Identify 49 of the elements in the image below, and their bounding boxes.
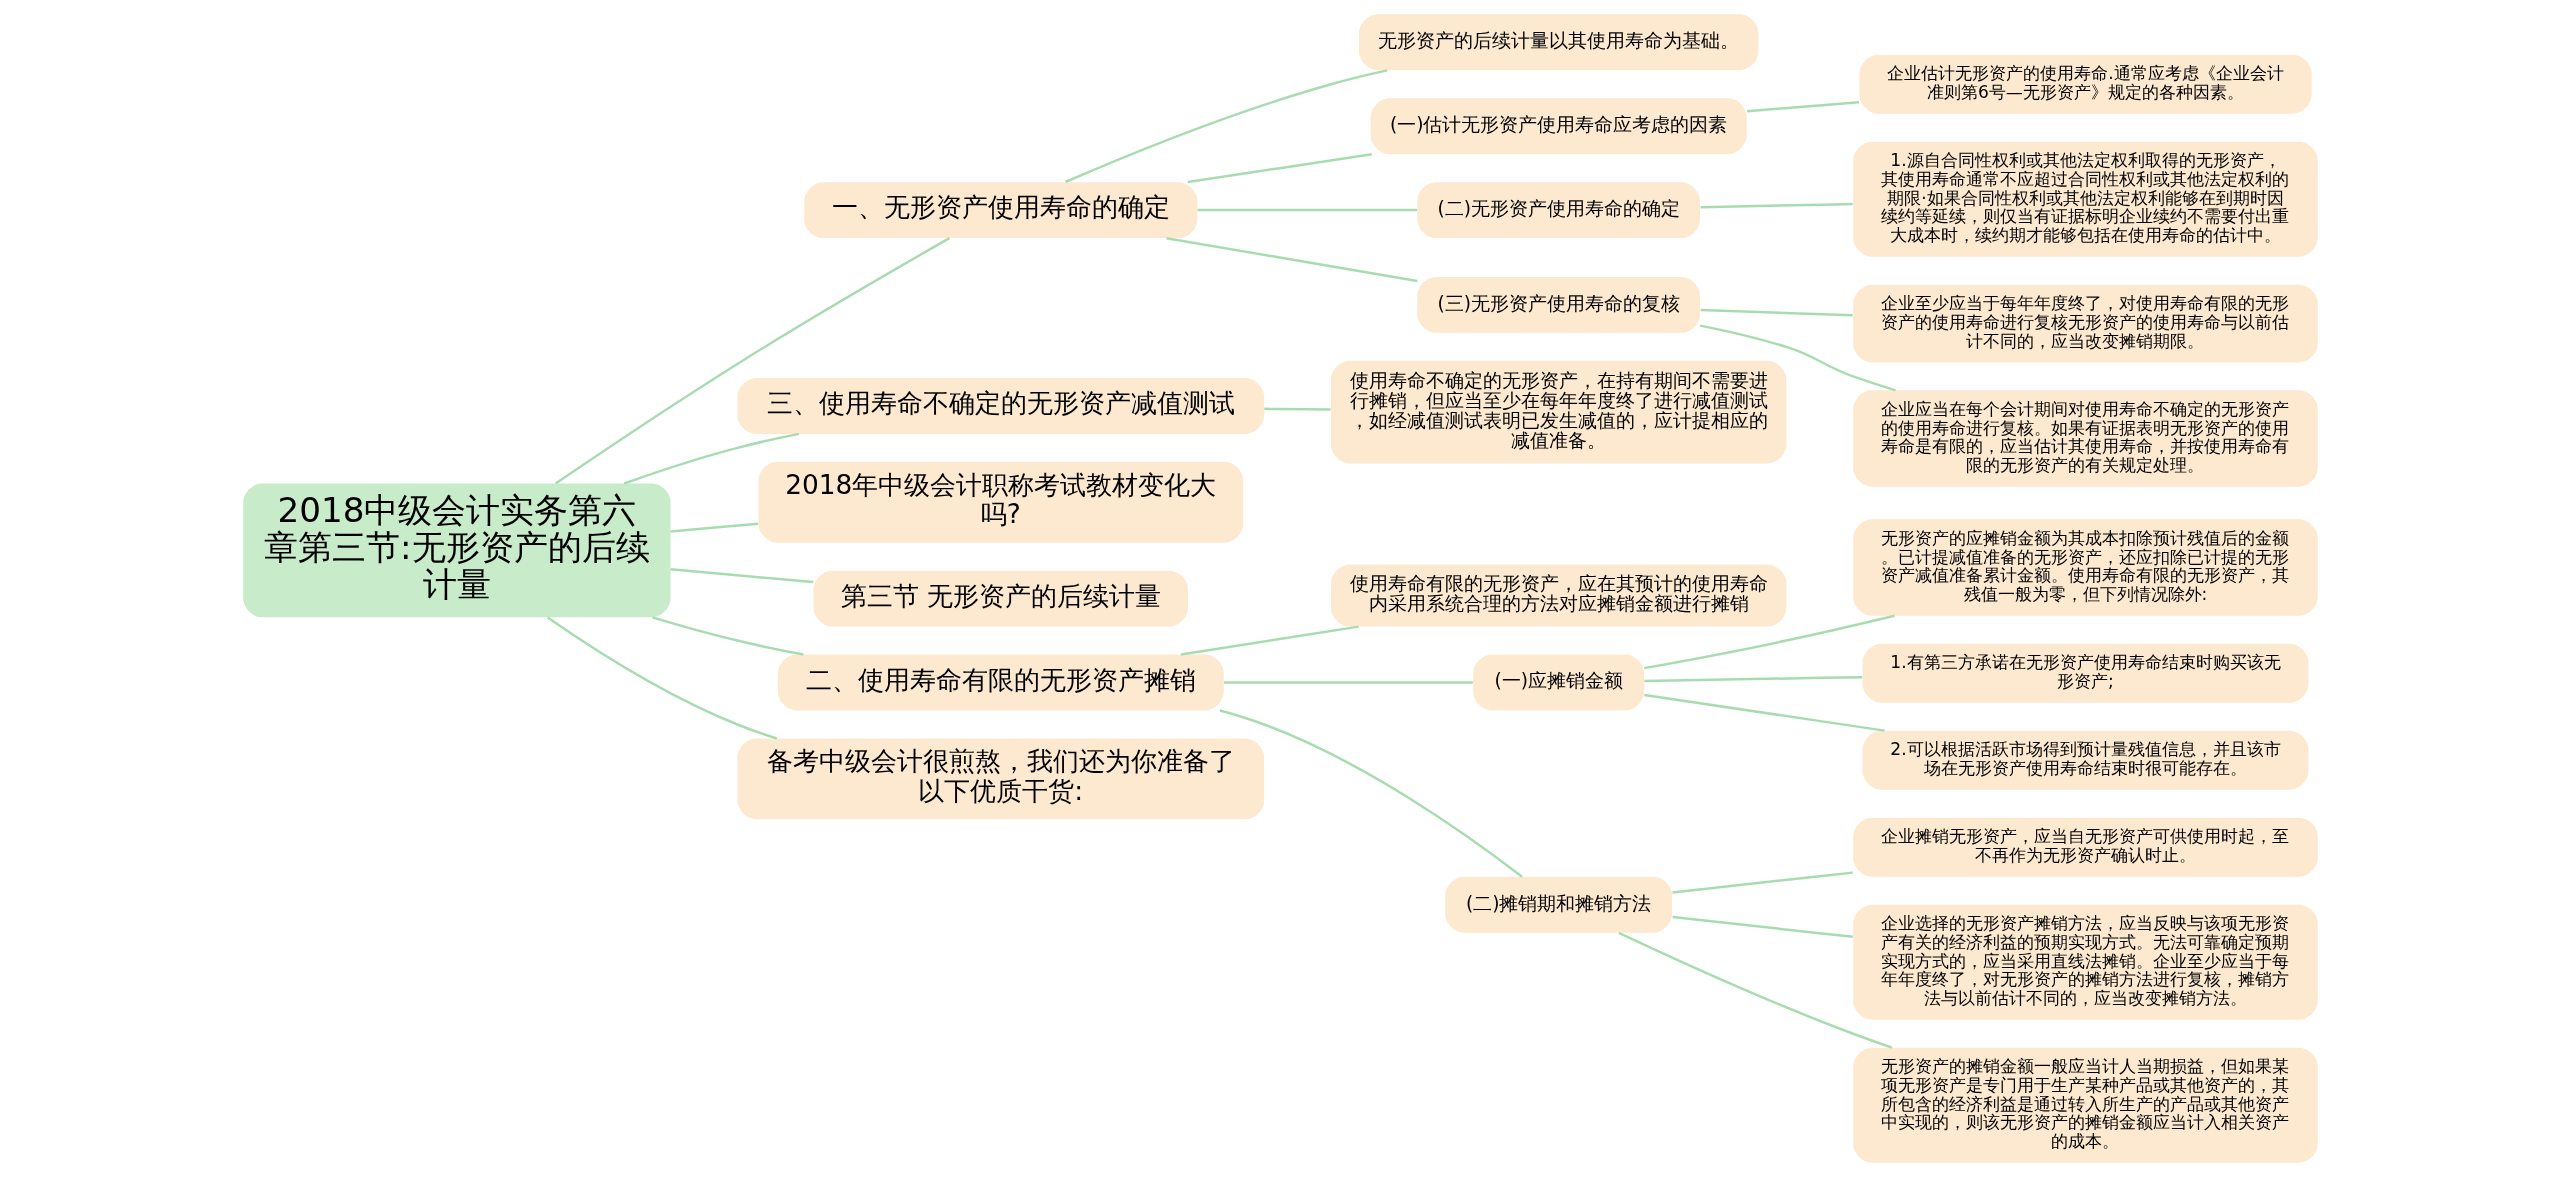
connector [670, 568, 813, 584]
connector [1671, 915, 1853, 939]
node-box: 无形资产的应摊销金额为其成本扣除预计残值后的金额。已计提减值准备的无形资产，还应扣除已计提的无形资产减值准备累计金额。使用寿命有限的无形资产，其残值一般为零，但下列情况除外: [1852, 519, 2318, 616]
node-box: 企业至少应当于每年年度终了，对使用寿命有限的无形资产的使用寿命进行复核无形资产的使用寿命与以前估计不同的，应当改变摊销期限。 [1852, 284, 2318, 363]
node-box: 2018中级会计实务第六章第三节:无形资产的后续计量 [242, 483, 671, 618]
node-box: 2018年中级会计职称考试教材变化大吗? [757, 461, 1243, 543]
connector [1263, 407, 1331, 411]
connector [651, 616, 804, 656]
node-box: 无形资产的摊销金额一般应当计人当期损益，但如果某项无形资产是专门用于生产某种产品或其他资产的，其所包含的经济利益是通过转入所生产的产品或其他资产中实现的，则该无形资产的摊销金额应当计入相关资产的成本。 [1852, 1047, 2318, 1163]
node-box: 企业选择的无形资产摊销方法，应当反映与该项无形资产有关的经济利益的预期实现方式。无法可靠确定预期实现方式的，应当采用直线法摊销。企业至少应当于每年年度终了，对无形资产的摊销方法进行复核，摊销方法与以前估计不同的，应当改变摊销方法。 [1852, 904, 2318, 1020]
connector [623, 432, 799, 485]
connector [1165, 236, 1417, 283]
node-box: 企业估计无形资产的使用寿命.通常应考虑《企业会计准则第6号—无形资产》规定的各种因素。 [1858, 54, 2312, 114]
connector [1643, 693, 1885, 732]
connector [1180, 625, 1359, 656]
node-box: 企业应当在每个会计期间对使用寿命不确定的无形资产的使用寿命进行复核。如果有证据表明无形资产的使用寿命是有限的，应当估计其使用寿命，并按使用寿命有限的无形资产的有关规定处理。 [1852, 390, 2318, 487]
node-box: 2.可以根据活跃市场得到预计量残值信息，并且该市场在无形资产使用寿命结束时很可能存在。 [1861, 730, 2308, 790]
connector [670, 522, 758, 533]
connector [1700, 308, 1853, 317]
connector [1671, 871, 1853, 894]
node-box: (二)摊销期和摊销方法 [1444, 876, 1672, 933]
connector [1699, 324, 1896, 392]
node-box: 备考中级会计很煎熬，我们还为你准备了以下优质干货: [736, 738, 1264, 820]
connector [1746, 101, 1859, 113]
node-box: 1.有第三方承诺在无形资产使用寿命结束时购买该无形资产; [1861, 643, 2308, 703]
node-box: (一)估计无形资产使用寿命应考虑的因素 [1370, 98, 1747, 155]
connector [1187, 153, 1372, 184]
connector [1700, 202, 1853, 209]
node-box: 三、使用寿命不确定的无形资产减值测试 [736, 377, 1264, 434]
node-box: 一、无形资产使用寿命的确定 [803, 182, 1197, 239]
connector [1064, 69, 1387, 184]
connector [1223, 681, 1473, 684]
node-box: 使用寿命有限的无形资产，应在其预计的使用寿命内采用系统合理的方法对应摊销金额进行摊销 [1330, 564, 1786, 627]
connector [1617, 931, 1892, 1049]
node-box: 二、使用寿命有限的无形资产摊销 [777, 654, 1224, 711]
node-box: (一)应摊销金额 [1472, 654, 1644, 711]
node-box: 企业摊销无形资产，应当自无形资产可供使用时起，至不再作为无形资产确认时止。 [1852, 817, 2318, 877]
connector [554, 237, 950, 485]
node-box: (二)无形资产使用寿命的确定 [1416, 182, 1700, 239]
connector [1197, 208, 1417, 212]
node-box: 第三节 无形资产的后续计量 [813, 570, 1188, 627]
node-box: 无形资产的后续计量以其使用寿命为基础。 [1358, 14, 1758, 71]
connector [1643, 675, 1862, 683]
node-box: 使用寿命不确定的无形资产，在持有期间不需要进行摊销，但应当至少在每年年度终了进行减值测试，如经减值测试表明已发生减值的，应计提相应的减值准备。 [1330, 360, 1786, 464]
node-box: 1.源自合同性权利或其他法定权利取得的无形资产，其使用寿命通常不应超过合同性权利或其他法定权利的期限·如果合同性权利或其他法定权利能够在到期时因续约等延续，则仅当有证据标明企业续约不需要付出重大成本时，续约期才能够包括在使用寿命的估计中。 [1852, 141, 2318, 257]
connector [546, 616, 777, 740]
node-box: (三)无形资产使用寿命的复核 [1416, 276, 1700, 333]
connector [1219, 709, 1523, 878]
connector [1643, 614, 1895, 670]
